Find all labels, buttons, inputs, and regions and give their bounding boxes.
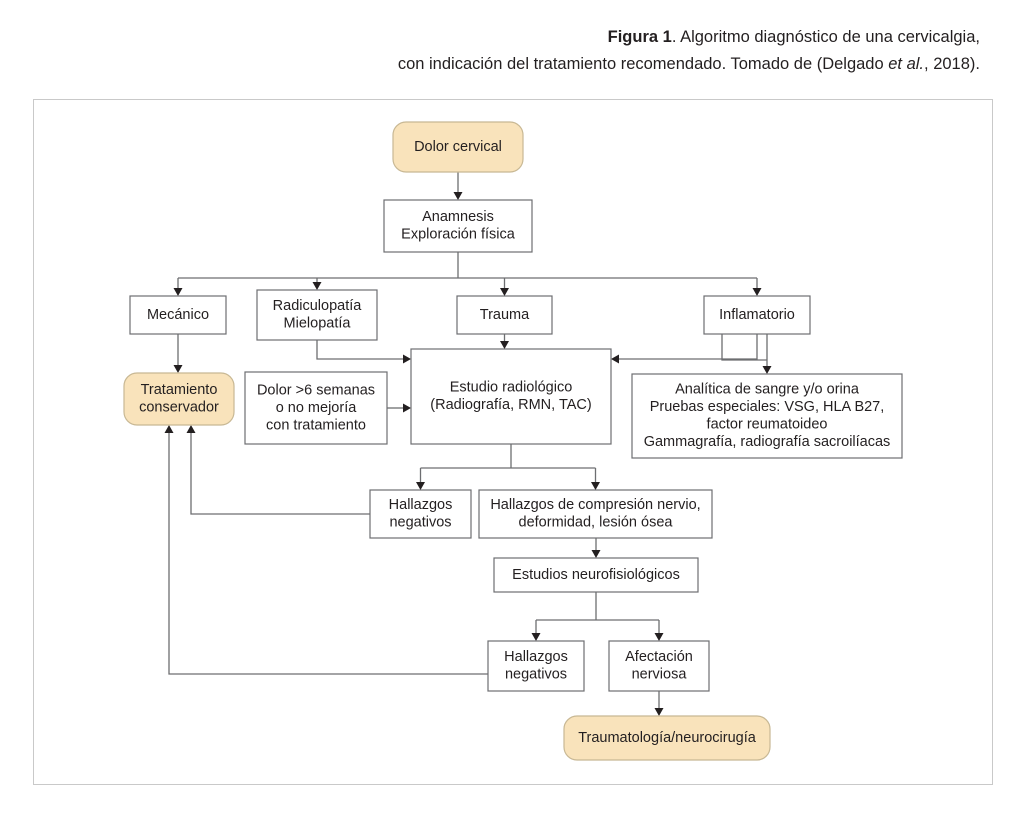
caption-line1: . Algoritmo diagnóstico de una cervicalg… [671,28,980,46]
node-estudios_neuro[interactable]: Estudios neurofisiológicos [493,557,699,593]
node-estudio_radiologico[interactable]: Estudio radiológico(Radiografía, RMN, TA… [410,348,612,445]
arrowhead-afect [654,633,664,641]
arrowhead-tratamiento-1 [173,365,183,373]
node-box-anamnesis[interactable] [383,199,533,253]
node-label-anamnesis: Exploración física [401,227,516,243]
node-box-hallazgos_compresion[interactable] [478,489,713,539]
node-label-dolor_6_semanas: con tratamiento [266,417,366,433]
arrowhead-hn2 [531,633,541,641]
node-hallazgos_negativos_2[interactable]: Hallazgos negativos [487,640,585,692]
node-label-traumatologia: Traumatología/neurocirugía [578,730,757,746]
node-label-hallazgos_negativos_2: Hallazgos [504,649,568,665]
node-label-hallazgos_compresion: Hallazgos de compresión nervio, [490,497,700,513]
node-box-mecanico[interactable] [129,295,227,335]
node-label-dolor_6_semanas: o no mejoría [276,400,358,416]
figure-number: Figura 1 [607,28,672,46]
arrowhead-mecanico [173,288,183,296]
node-box-afectacion_nerviosa[interactable] [608,640,710,692]
node-label-dolor_cervical: Dolor cervical [414,139,502,155]
node-box-analitica[interactable] [631,373,903,459]
node-box-trauma[interactable] [456,295,553,335]
node-label-mecanico: Mecánico [147,307,209,323]
arrowhead-estudio-trauma [500,341,509,349]
node-box-traumatologia[interactable] [563,715,771,761]
edge-inflamatorio-estudio [619,334,758,360]
arrowhead-hc [591,482,600,490]
node-box-dolor_6_semanas[interactable] [244,371,388,445]
node-tratamiento_conservador[interactable]: Tratamiento conservador [123,372,235,426]
node-dolor_cervical[interactable]: Dolor cervical [392,121,524,173]
arrowhead-traumatologia [654,708,664,716]
node-label-hallazgos_negativos_1: negativos [389,515,451,531]
arrowhead-estudio-dolor6 [403,403,411,413]
edge-radiculopatia-estudio [316,340,403,360]
node-trauma[interactable]: Trauma [456,295,553,335]
node-mecanico[interactable]: Mecánico [129,295,227,335]
node-label-analitica: Gammagrafía, radiografía sacroilíacas [644,434,891,450]
node-label-dolor_6_semanas: Dolor >6 semanas [257,382,375,398]
node-label-estudios_neuro: Estudios neurofisiológicos [512,567,680,583]
arrowhead-trauma [500,288,509,296]
node-label-hallazgos_negativos_2: negativos [505,667,567,683]
node-label-radiculopatia: Mielopatía [284,316,352,332]
node-box-hallazgos_negativos_2[interactable] [487,640,585,692]
node-label-inflamatorio: Inflamatorio [719,307,795,323]
arrowhead-hn1 [416,482,425,490]
node-label-trauma: Trauma [480,307,530,323]
node-label-tratamiento_conservador: Tratamiento [141,382,218,398]
node-box-inflamatorio[interactable] [703,295,811,335]
arrowhead-estudio-inflam [611,354,619,364]
node-inflamatorio[interactable]: Inflamatorio [703,295,811,335]
node-label-estudio_radiologico: Estudio radiológico [450,380,573,396]
node-hallazgos_compresion[interactable]: Hallazgos de compresión nervio, deformida… [478,489,713,539]
arrowhead-tratamiento-3 [164,425,174,433]
edge-hn1-tratamiento [190,433,370,515]
node-label-analitica: factor reumatoideo [707,417,828,433]
node-afectacion_nerviosa[interactable]: Afectación nerviosa [608,640,710,692]
node-label-afectacion_nerviosa: Afectación [625,649,693,665]
arrowhead-analitica [762,366,772,374]
arrowhead-estudio-radic [403,354,411,364]
node-hallazgos_negativos_1[interactable]: Hallazgos negativos [369,489,472,539]
node-label-analitica: Analítica de sangre y/o orina [675,382,860,398]
node-label-analitica: Pruebas especiales: VSG, HLA B27, [650,399,885,415]
node-label-estudio_radiologico: (Radiografía, RMN, TAC) [430,397,591,413]
node-box-radiculopatia[interactable] [256,289,378,341]
node-label-hallazgos_compresion: deformidad, lesión ósea [519,515,674,531]
figure-caption: Figura 1. Algoritmo diagnóstico de una c… [0,24,1002,78]
node-box-estudio_radiologico[interactable] [410,348,612,445]
node-box-dolor_cervical[interactable] [392,121,524,173]
node-label-hallazgos_negativos_1: Hallazgos [389,497,453,513]
node-box-estudios_neuro[interactable] [493,557,699,593]
caption-line2-b: , 2018). [924,55,980,73]
arrowhead-anamnesis [453,192,463,200]
edges-layer [164,172,772,716]
edge-hn2-tratamiento [168,433,488,675]
arrowhead-neuro [591,550,601,558]
node-box-hallazgos_negativos_1[interactable] [369,489,472,539]
node-label-radiculopatia: Radiculopatía [273,298,363,314]
node-label-tratamiento_conservador: conservador [139,400,219,416]
edge-inflamatorio-analitica-2 [721,334,767,361]
node-label-afectacion_nerviosa: nerviosa [632,667,688,683]
caption-etal: et al. [888,55,925,73]
arrowhead-tratamiento-2 [186,425,196,433]
caption-line2-a: con indicación del tratamiento recomenda… [397,55,889,73]
node-box-tratamiento_conservador[interactable] [123,372,235,426]
node-label-anamnesis: Anamnesis [422,209,494,225]
arrowhead-radiculopatia [312,282,322,290]
arrowhead-inflamatorio [752,288,762,296]
node-traumatologia[interactable]: Traumatología/neurocirugía [563,715,771,761]
